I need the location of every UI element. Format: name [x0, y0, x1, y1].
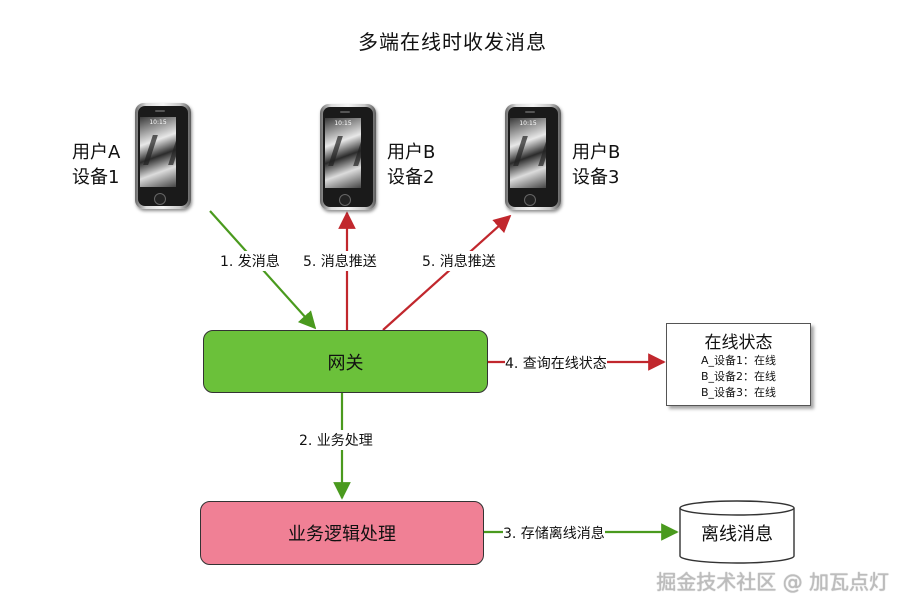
edge-label-send: 1. 发消息 [220, 251, 280, 271]
business-logic-node: 业务逻辑处理 [200, 501, 484, 565]
device1-name: 设备1 [72, 167, 120, 188]
online-status-panel: 在线状态 A_设备1：在线 B_设备2：在线 B_设备3：在线 [666, 323, 811, 406]
edge-label-process: 2. 业务处理 [299, 430, 373, 450]
device3-name: 设备3 [572, 167, 620, 188]
arrow-push-device3 [382, 214, 512, 331]
device1-user: 用户A [72, 142, 121, 163]
phone-icon-device2: 10:15 [320, 104, 376, 210]
business-logic-label: 业务逻辑处理 [288, 524, 396, 545]
offline-store-database-icon [679, 500, 795, 564]
device2-name: 设备2 [387, 167, 435, 188]
device3-user: 用户B [572, 142, 621, 163]
edge-label-push-device2: 5. 消息推送 [303, 251, 377, 271]
online-status-title: 在线状态 [704, 333, 773, 353]
device3-label: 用户B 设备3 [572, 140, 620, 190]
status-line-b-device3: B_设备3：在线 [700, 386, 777, 399]
gateway-node: 网关 [203, 330, 488, 393]
edge-label-push-device3: 5. 消息推送 [422, 251, 496, 271]
edge-label-store: 3. 存储离线消息 [503, 523, 605, 543]
phone-icon-device1: 10:15 [135, 103, 191, 209]
diagram-title: 多端在线时收发消息 [358, 30, 547, 54]
status-line-a-device1: A_设备1：在线 [700, 354, 777, 367]
device2-label: 用户B 设备2 [387, 140, 435, 190]
offline-store-label: 离线消息 [701, 524, 773, 545]
status-line-b-device2: B_设备2：在线 [700, 370, 777, 383]
phone-icon-device3: 10:15 [505, 104, 561, 210]
device2-user: 用户B [387, 142, 436, 163]
watermark: 掘金技术社区 @ 加瓦点灯 [656, 570, 889, 594]
gateway-label: 网关 [327, 352, 364, 374]
device1-label: 用户A 设备1 [72, 140, 120, 190]
edge-label-query: 4. 查询在线状态 [505, 353, 607, 373]
